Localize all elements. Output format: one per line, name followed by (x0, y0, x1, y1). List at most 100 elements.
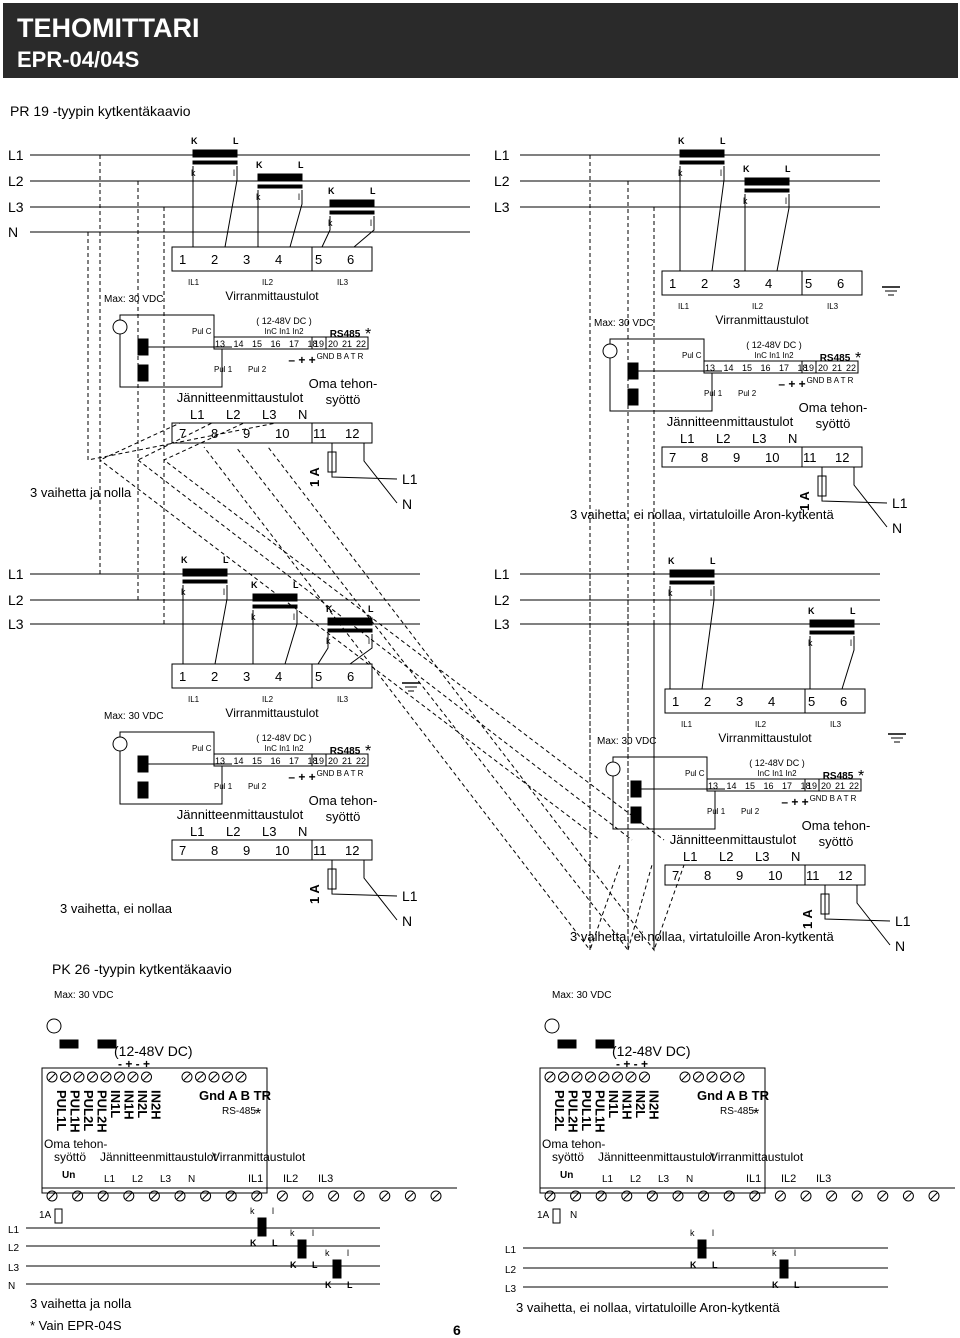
ct-l-secondary: l (312, 1228, 314, 1238)
pk-terminal-pul1h: PUL1H (593, 1090, 608, 1133)
ct-l-label: L (850, 606, 856, 616)
screw-slot (89, 1073, 96, 1081)
terminal-bottom-8: 8 (211, 426, 218, 441)
rs485-pins-label: Gnd A B TR (199, 1088, 272, 1103)
terminal-bottom-9: 9 (243, 843, 250, 858)
pul2-label: Pul 2 (738, 389, 757, 398)
voltage-name-l3: L3 (658, 1174, 670, 1185)
current-name-il1: IL1 (746, 1173, 761, 1185)
screw-terminal (200, 1190, 212, 1202)
screw-slot (649, 1192, 656, 1200)
supply-label-line2: syöttö (326, 392, 361, 407)
pk-terminal-pul2h: PUL2H (95, 1090, 110, 1133)
dc-range-label: ( 12-48V DC ) (256, 733, 312, 743)
ct-l-secondary: l (785, 196, 787, 206)
rs485-terminal-19: 19 (314, 339, 324, 349)
terminal-block-bottom (664, 864, 866, 886)
asterisk-mark: * (255, 1106, 261, 1123)
ct-wire (353, 216, 375, 248)
voltage-name-l3: L3 (262, 824, 276, 839)
inputs-header: InC In1 In2 (264, 327, 304, 336)
pk-section-title: PK 26 -tyypin kytkentäkaavio (52, 961, 232, 977)
screw-slot (674, 1192, 682, 1200)
line-label-n: N (8, 1281, 15, 1292)
voltage-name-l3: L3 (755, 849, 769, 864)
pk-terminal-pul1l: PUL1L (54, 1090, 69, 1131)
screw-slot (681, 1073, 689, 1081)
ct-wire (711, 166, 725, 272)
terminal-top-2: 2 (211, 669, 218, 684)
rs485-label: RS485 (823, 771, 854, 782)
ct-wire (289, 190, 303, 248)
screw-terminal (723, 1190, 735, 1202)
max-voltage-label: Max: 30 VDC (104, 711, 163, 722)
screw-slot (700, 1192, 707, 1200)
inputs-header: InC In1 In2 (264, 744, 304, 753)
current-transformer-core (809, 630, 855, 635)
ct-wire (317, 634, 329, 665)
screw-slot (116, 1073, 123, 1081)
pulse-contact-2 (97, 1039, 117, 1049)
current-name-il1: IL1 (248, 1173, 263, 1185)
screw-terminal (544, 1071, 556, 1083)
pulse-terminal-15: 15 (742, 363, 752, 373)
supply-label-line2: syöttö (816, 416, 851, 431)
pk-terminal-pul2l: PUL2L (81, 1090, 96, 1131)
screw-slot (587, 1073, 594, 1081)
line-label-l1: L1 (494, 566, 510, 582)
rs485-pin-names: GND B A T R (317, 769, 364, 778)
ct-k-label: K (743, 164, 750, 174)
terminal-bottom-7: 7 (179, 426, 186, 441)
screw-slot (407, 1192, 414, 1200)
ct-k-label: K (326, 604, 333, 614)
screw-terminal (174, 1190, 186, 1202)
ct-l-label: L (785, 164, 791, 174)
max-voltage-label: Max: 30 VDC (54, 990, 113, 1001)
ct-k-label: K (772, 1280, 779, 1290)
supply-wire (363, 443, 398, 504)
rs485-terminal-21: 21 (342, 339, 352, 349)
page-number: 6 (453, 1322, 461, 1338)
current-transformer-2 (297, 1239, 307, 1259)
screw-slot (75, 1073, 83, 1081)
supply-line-n: N (402, 496, 412, 512)
terminal-bottom-11: 11 (803, 450, 817, 465)
current-transformer-3 (329, 199, 375, 208)
screw-terminal (625, 1071, 637, 1083)
asterisk-mark: * (365, 326, 371, 343)
rs485-label: RS485 (330, 329, 361, 340)
rs485-terminal-22: 22 (849, 781, 859, 791)
fuse-label: 1 A (307, 884, 322, 904)
screw-slot (879, 1192, 887, 1200)
line-label-l2: L2 (494, 173, 510, 189)
fuse-label: 1A (39, 1210, 52, 1221)
screw-terminal (100, 1071, 112, 1083)
ct-k-label: K (808, 606, 815, 616)
current-label-il2: IL2 (755, 720, 767, 729)
voltage-tap-wire (87, 232, 277, 461)
max-voltage-label: Max: 30 VDC (597, 736, 656, 747)
inputs-header: InC In1 In2 (757, 769, 797, 778)
screw-terminal (379, 1190, 391, 1202)
screw-terminal (706, 1071, 718, 1083)
pulse-terminal-13: 13 (705, 363, 715, 373)
screw-terminal (148, 1190, 160, 1202)
ct-l-secondary: l (370, 218, 372, 228)
pulse-wire (119, 751, 223, 805)
current-transformer-core (329, 210, 375, 215)
current-inputs-label: Virranmittaustulot (710, 1150, 804, 1164)
pulse-terminal-16: 16 (763, 781, 773, 791)
voltage-inputs-label: Jännitteenmittaustulot (100, 1150, 217, 1164)
ct-l-label: L (720, 136, 726, 146)
supply-wire (853, 467, 888, 528)
current-inputs-label: Virranmittaustulot (225, 706, 319, 720)
pulse-wire (609, 358, 713, 412)
voltage-name-l2: L2 (226, 407, 240, 422)
dc-range-label: ( 12-48V DC ) (746, 340, 802, 350)
voltage-name-l1: L1 (190, 824, 204, 839)
terminal-top-4: 4 (765, 276, 772, 291)
current-name-il2: IL2 (781, 1173, 796, 1185)
line-label-n: N (8, 224, 18, 240)
pulc-label: Pul C (192, 744, 212, 753)
